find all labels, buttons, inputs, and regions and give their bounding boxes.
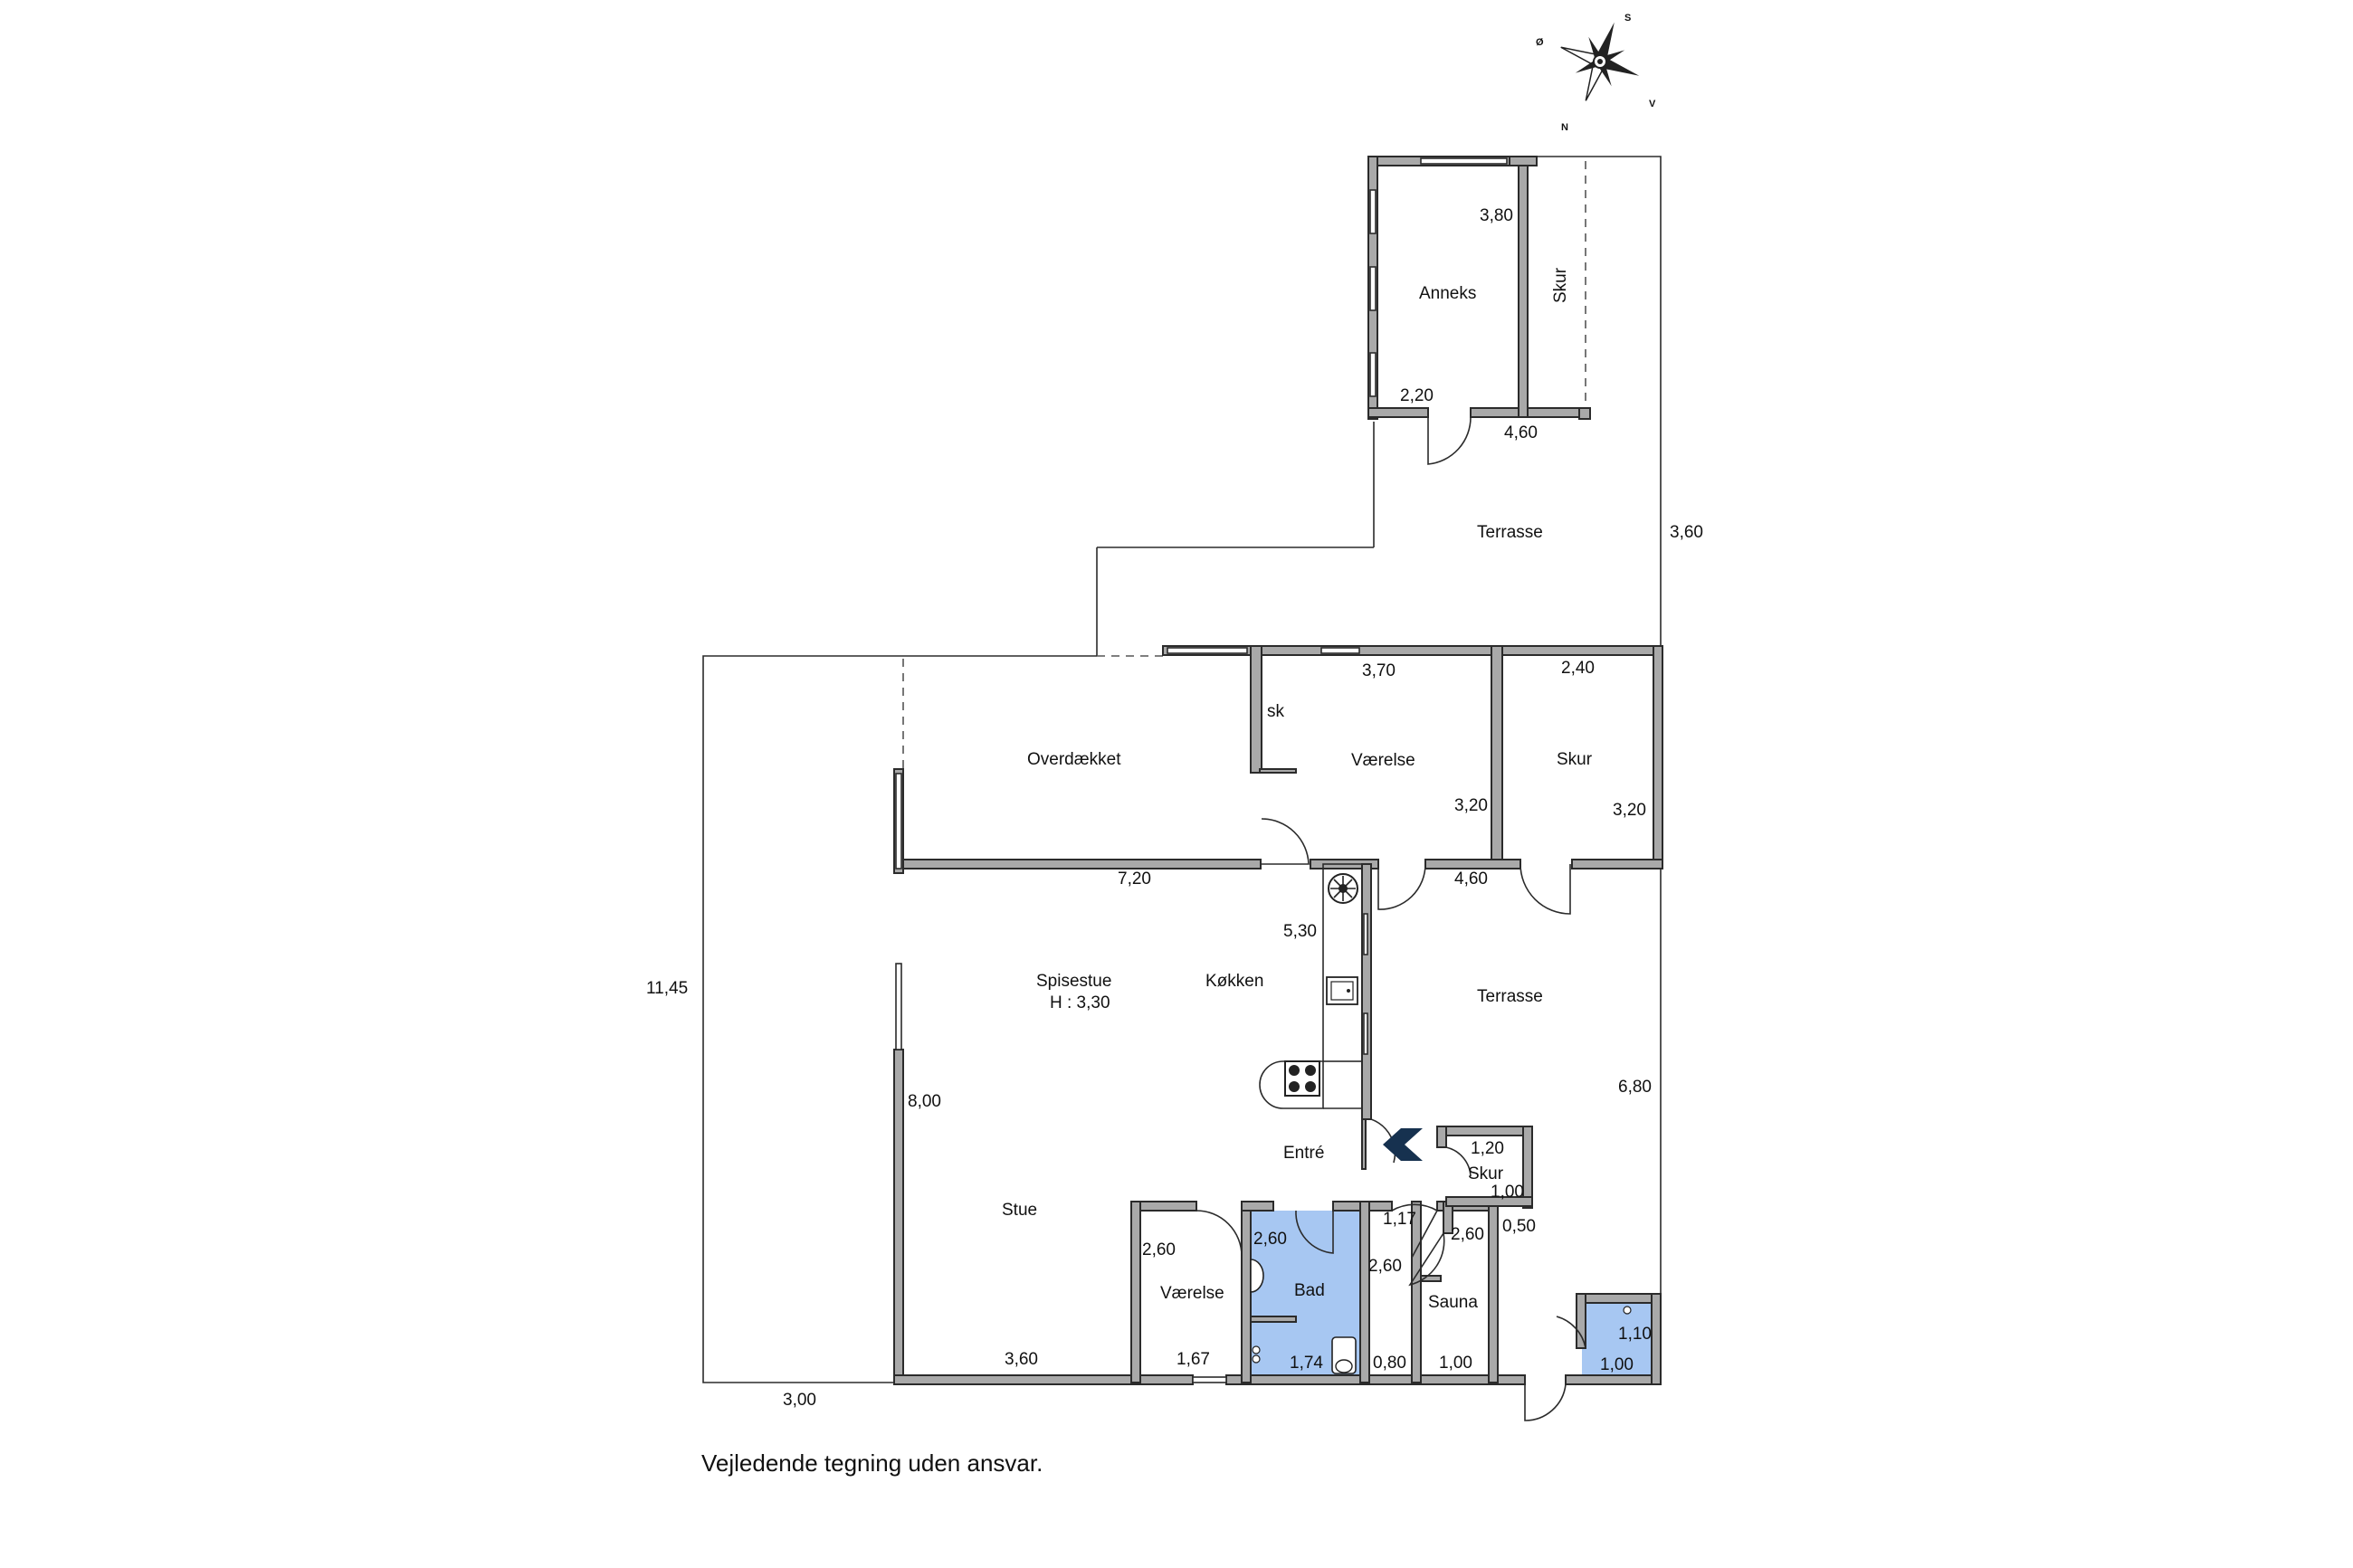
room-label-koekken: Køkken xyxy=(1205,972,1263,991)
dimension-label: 8,00 xyxy=(908,1092,941,1111)
compass-north-label: N xyxy=(1561,122,1568,133)
room-label-spisestue: Spisestue xyxy=(1036,972,1111,991)
room-label-sauna: Sauna xyxy=(1428,1293,1478,1312)
dimension-label: 5,30 xyxy=(1283,922,1317,941)
room-label-vaerelse-bottom: Værelse xyxy=(1160,1284,1224,1303)
dimension-label: 4,60 xyxy=(1454,870,1488,889)
room-label-vaerelse-top: Værelse xyxy=(1351,751,1415,770)
dimension-label: 11,45 xyxy=(646,979,688,998)
windows xyxy=(895,157,1508,1383)
dimension-label: 1,10 xyxy=(1618,1325,1652,1344)
compass-east-label: Ø xyxy=(1536,37,1544,48)
dimension-label: 1,00 xyxy=(1491,1183,1524,1202)
dimension-label: 3,70 xyxy=(1362,661,1396,680)
compass-west-label: V xyxy=(1649,99,1656,109)
compass-south-label: S xyxy=(1624,13,1631,24)
bath-fixtures xyxy=(1250,1259,1632,1374)
kitchen-sink-icon xyxy=(1326,976,1358,1005)
dimension-label: 2,40 xyxy=(1561,659,1595,678)
dimension-label: 2,20 xyxy=(1400,386,1434,405)
room-label-sk: sk xyxy=(1267,702,1285,721)
stove-icon xyxy=(1284,1060,1320,1097)
dimension-label: 2,60 xyxy=(1368,1257,1402,1276)
dimension-label: 3,60 xyxy=(1005,1350,1038,1369)
ventilation-fan-icon xyxy=(1328,873,1358,904)
dimension-label: 0,80 xyxy=(1373,1354,1406,1373)
room-label-entre: Entré xyxy=(1283,1144,1324,1163)
dimension-label: 1,20 xyxy=(1471,1139,1504,1158)
dimension-label: 3,60 xyxy=(1670,523,1703,542)
utility-floor xyxy=(1582,1301,1654,1379)
disclaimer-text: Vejledende tegning uden ansvar. xyxy=(701,1449,1043,1477)
doors xyxy=(1196,416,1586,1421)
room-label-terrasse-right: Terrasse xyxy=(1477,987,1543,1006)
dimension-label: 3,00 xyxy=(783,1391,816,1410)
dimension-label: 1,17 xyxy=(1383,1210,1416,1229)
room-label-skur-top: Skur xyxy=(1551,267,1570,303)
dimension-label: 3,20 xyxy=(1613,801,1646,820)
dimension-label: 7,20 xyxy=(1118,870,1151,889)
dimension-label: 0,50 xyxy=(1502,1217,1536,1236)
dimension-label: 1,00 xyxy=(1600,1355,1634,1374)
kitchen-fixtures xyxy=(1259,863,1363,1109)
dimension-label: 3,20 xyxy=(1454,796,1488,815)
room-label-overdaekket: Overdækket xyxy=(1027,750,1121,769)
dimension-label: 2,60 xyxy=(1451,1225,1484,1244)
room-label-anneks: Anneks xyxy=(1419,284,1476,303)
room-label-bad: Bad xyxy=(1294,1281,1325,1300)
room-label-terrasse-top: Terrasse xyxy=(1477,523,1543,542)
entry-arrow-icon xyxy=(1383,1128,1423,1161)
dimension-label: 6,80 xyxy=(1618,1078,1652,1097)
dimension-label: 2,60 xyxy=(1253,1230,1287,1249)
dimension-label: 4,60 xyxy=(1504,423,1538,442)
room-label-skur-mid: Skur xyxy=(1557,750,1593,769)
dimension-label: 1,74 xyxy=(1290,1354,1323,1373)
room-label-skur-small: Skur xyxy=(1468,1164,1504,1183)
compass-rose-icon xyxy=(1560,22,1640,101)
dimension-label: 2,60 xyxy=(1142,1240,1176,1259)
dimension-label: 1,67 xyxy=(1176,1350,1210,1369)
dimension-label: 1,00 xyxy=(1439,1354,1472,1373)
dimension-label: 3,80 xyxy=(1480,206,1513,225)
room-label-stue: Stue xyxy=(1002,1201,1037,1220)
ceiling-height-label: H : 3,30 xyxy=(1050,993,1110,1012)
